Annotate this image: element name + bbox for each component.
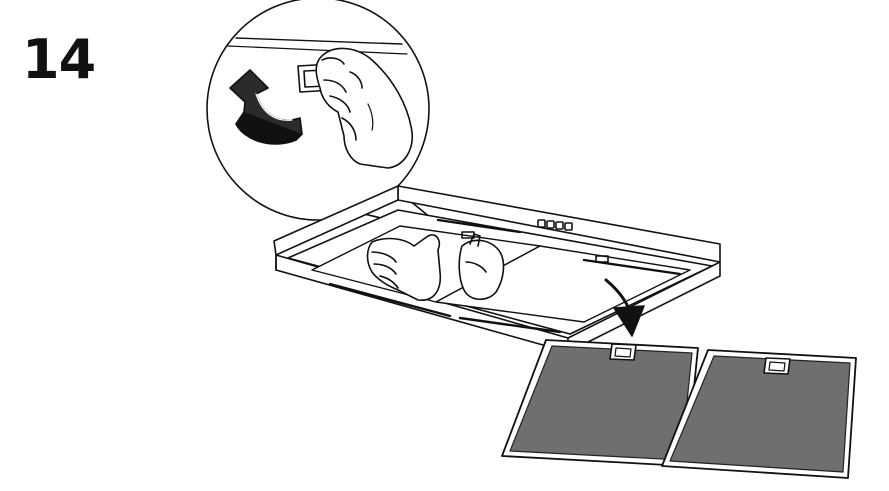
- step-number: 14: [22, 28, 96, 91]
- detail-magnifier: [206, 0, 453, 236]
- hand-detail: [315, 47, 413, 169]
- hands-on-hood: [366, 233, 505, 301]
- range-hood: [273, 185, 721, 353]
- grease-filter: [501, 339, 699, 467]
- control-buttons: [537, 219, 573, 231]
- filter-tab: [595, 255, 609, 263]
- remove-arrow-icon: [604, 278, 645, 337]
- grease-filter: [661, 349, 857, 479]
- lift-arrow-icon: [229, 69, 303, 145]
